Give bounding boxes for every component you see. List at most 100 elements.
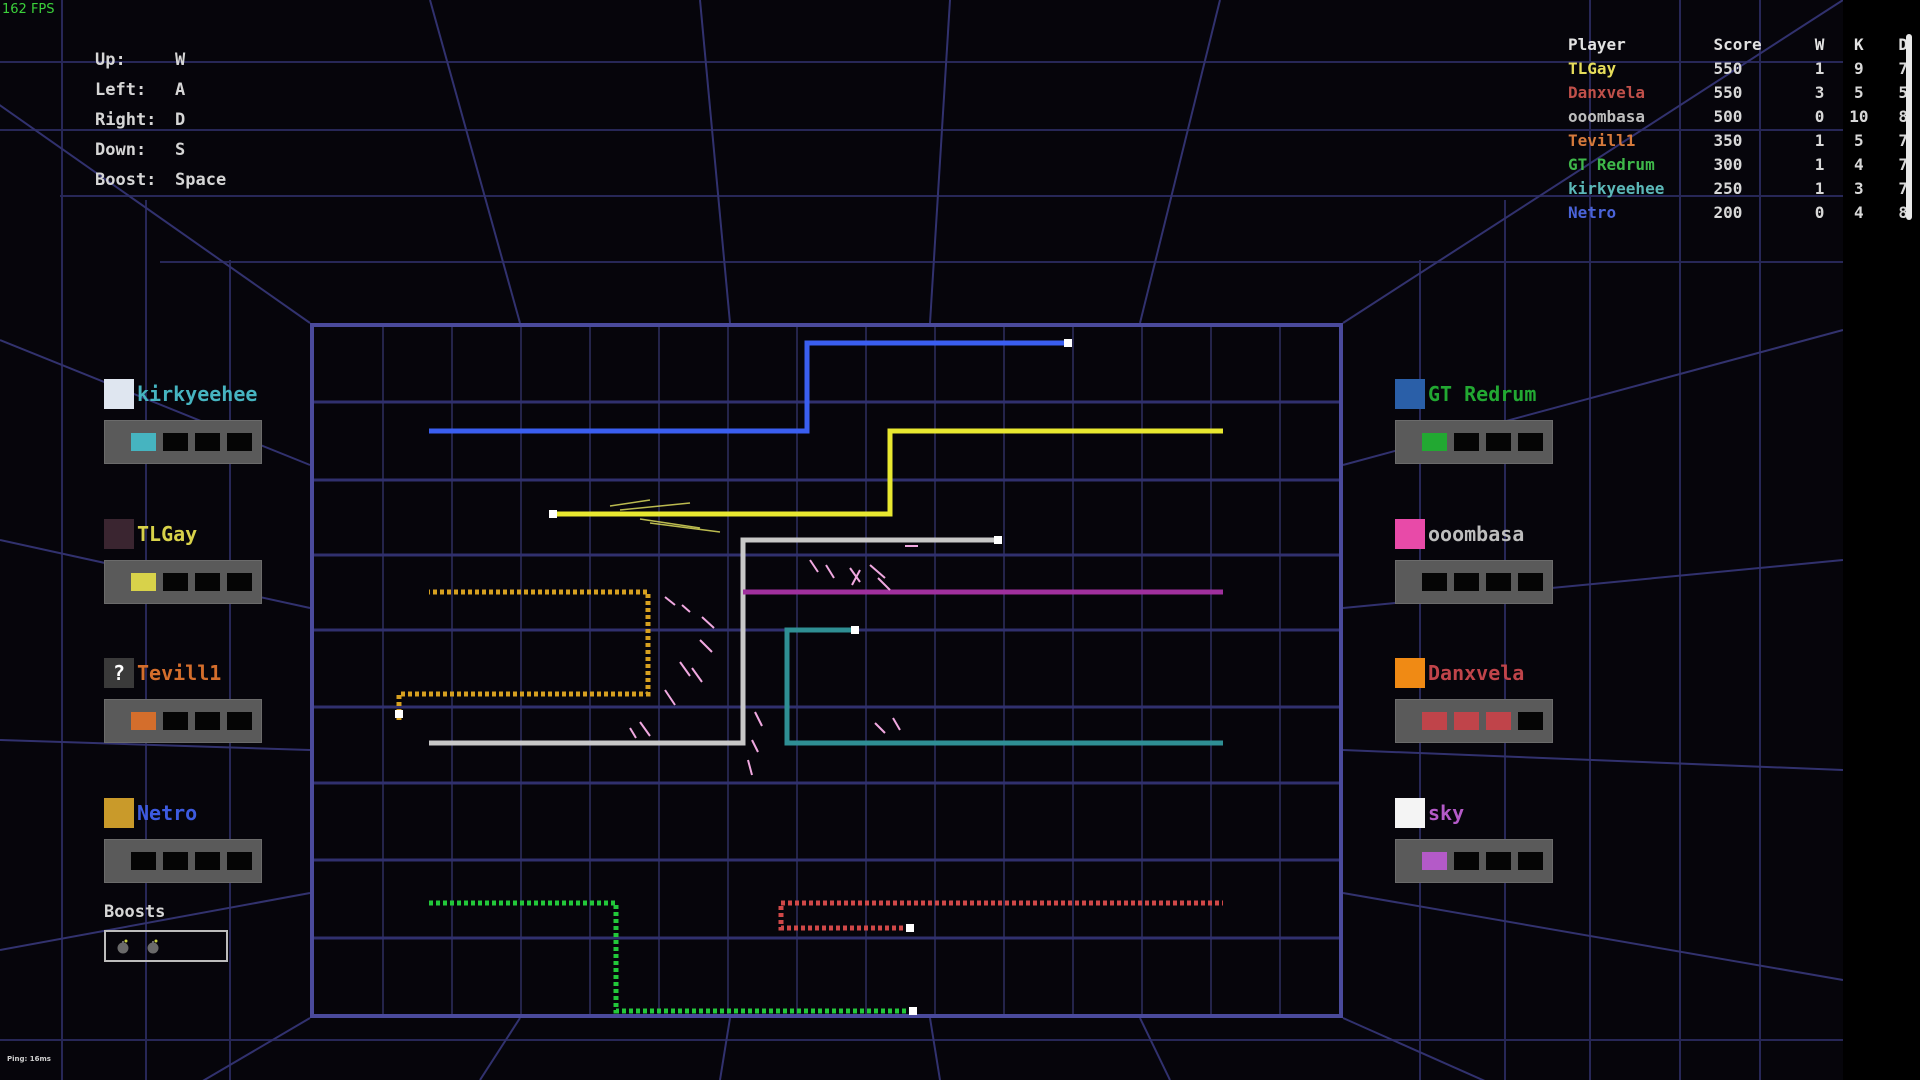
- player-name: sky: [1428, 801, 1465, 825]
- control-row-up: Up:W: [95, 50, 186, 70]
- scoreboard-score: 200: [1713, 202, 1743, 222]
- fps-counter: 162 FPS: [2, 2, 55, 17]
- player-name: ooombasa: [1428, 522, 1525, 546]
- scoreboard-kills: 4: [1854, 154, 1864, 174]
- scoreboard-score: 300: [1713, 154, 1743, 174]
- life-slot-empty: [195, 712, 220, 730]
- scoreboard-wins: 1: [1814, 130, 1825, 150]
- scoreboard-deaths: 7: [1898, 154, 1909, 174]
- scoreboard-kills: 4: [1854, 202, 1864, 222]
- player-card: Danxvela: [1395, 657, 1555, 743]
- scoreboard-kills: 5: [1854, 82, 1864, 102]
- light-trail: [429, 340, 1068, 434]
- life-slot-empty: [1454, 433, 1479, 451]
- cycle-head: [549, 510, 557, 518]
- control-row-left: Left:A: [95, 80, 186, 100]
- scoreboard-wins: 0: [1814, 202, 1825, 222]
- lives-bar: [104, 839, 262, 883]
- lives-bar: [104, 560, 262, 604]
- control-row-right: Right:D: [95, 110, 186, 130]
- scoreboard-wins: 1: [1814, 58, 1825, 78]
- lives-bar: [1395, 699, 1553, 743]
- scoreboard-score: 550: [1713, 82, 1743, 102]
- scoreboard-wins: 0: [1814, 106, 1825, 126]
- avatar: [104, 798, 134, 828]
- life-slot-empty: [163, 852, 188, 870]
- player-card: kirkyeehee: [104, 378, 264, 464]
- light-trail: [429, 537, 998, 746]
- life-slot-empty: [1518, 712, 1543, 730]
- scoreboard-kills: 5: [1854, 130, 1864, 150]
- scoreboard-score: 550: [1713, 58, 1743, 78]
- scoreboard-deaths: 7: [1898, 178, 1909, 198]
- player-card: TLGay: [104, 518, 264, 604]
- controls-legend: Up:W Left:A Right:D Down:S Boost:Space: [95, 50, 226, 200]
- player-card-header: TLGay: [104, 518, 264, 550]
- light-trail: [553, 428, 1223, 517]
- player-card-header: sky: [1395, 797, 1555, 829]
- boosts-label: Boosts: [104, 902, 166, 922]
- life-slot-empty: [227, 852, 252, 870]
- player-card-header: ooombasa: [1395, 518, 1555, 550]
- scoreboard-deaths: 5: [1898, 82, 1909, 102]
- scoreboard-score: 250: [1713, 178, 1743, 198]
- player-name: Danxvela: [1428, 661, 1525, 685]
- player-name: TLGay: [137, 522, 198, 546]
- avatar: [1395, 519, 1425, 549]
- control-row-boost: Boost:Space: [95, 170, 227, 190]
- cycle-head: [395, 710, 403, 718]
- player-card: ?Tevill1: [104, 657, 264, 743]
- player-card: ooombasa: [1395, 518, 1555, 604]
- player-card: Netro: [104, 797, 264, 883]
- avatar: [104, 519, 134, 549]
- scoreboard-score: 350: [1713, 130, 1743, 150]
- scoreboard-wins: 3: [1814, 82, 1825, 102]
- life-slot-empty: [1422, 573, 1447, 591]
- cycle-head: [906, 924, 914, 932]
- player-card-header: Danxvela: [1395, 657, 1555, 689]
- life-slot-empty: [1486, 433, 1511, 451]
- player-name: Tevill1: [137, 661, 222, 685]
- avatar: [1395, 798, 1425, 828]
- scoreboard-wins: 1: [1814, 154, 1825, 174]
- life-slot-empty: [1454, 852, 1479, 870]
- player-card-header: GT Redrum: [1395, 378, 1555, 410]
- life-slot-empty: [163, 712, 188, 730]
- life-slot-empty: [1486, 573, 1511, 591]
- life-slot-empty: [1454, 573, 1479, 591]
- life-slot-empty: [1518, 433, 1543, 451]
- avatar: ?: [104, 658, 134, 688]
- ping-indicator: Ping: 16ms: [7, 1055, 51, 1063]
- life-slot-empty: [227, 573, 252, 591]
- player-card-header: Netro: [104, 797, 264, 829]
- yellow-sparks: [609, 499, 721, 533]
- lives-bar: [1395, 839, 1553, 883]
- scoreboard-player-name: Netro: [1568, 202, 1617, 222]
- life-slot-filled: [1486, 712, 1511, 730]
- life-slot-filled: [1422, 712, 1447, 730]
- scoreboard-player-name: Danxvela: [1568, 82, 1646, 102]
- bomb-icon: [146, 938, 162, 954]
- scoreboard-score: 500: [1713, 106, 1743, 126]
- bomb-icon: [116, 938, 132, 954]
- life-slot-empty: [131, 852, 156, 870]
- life-slot-empty: [195, 852, 220, 870]
- life-slot-empty: [1518, 852, 1543, 870]
- life-slot-empty: [1518, 573, 1543, 591]
- avatar: [104, 379, 134, 409]
- life-slot-filled: [131, 712, 156, 730]
- lives-bar: [1395, 560, 1553, 604]
- cycle-head: [994, 536, 1002, 544]
- scoreboard-kills: 3: [1854, 178, 1864, 198]
- scoreboard-scrollbar[interactable]: [1906, 34, 1912, 220]
- player-name: Netro: [137, 801, 198, 825]
- light-trail: [429, 900, 913, 1014]
- life-slot-filled: [131, 433, 156, 451]
